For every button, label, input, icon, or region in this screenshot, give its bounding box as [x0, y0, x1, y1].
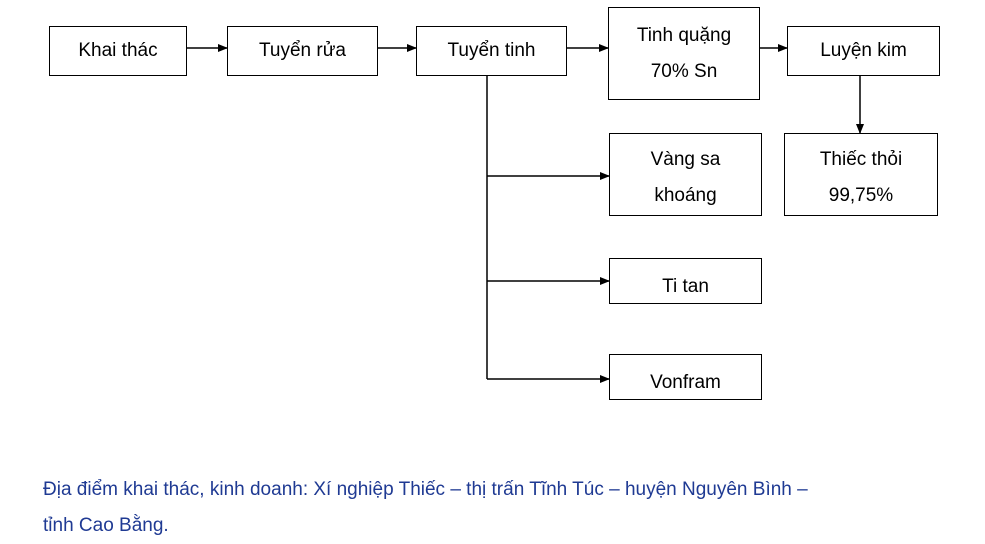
node-tuyen-rua-label: Tuyển rửa — [259, 40, 346, 61]
node-khai-thac-label: Khai thác — [78, 40, 158, 61]
node-thiec-thoi-line-2: 99,75% — [828, 185, 894, 206]
node-ti-tan: Ti tan — [609, 258, 762, 304]
node-vang-sa-line-2: khoáng — [654, 185, 717, 206]
node-luyen-kim: Luyện kim — [787, 26, 940, 76]
node-tuyen-tinh-label: Tuyển tinh — [447, 40, 536, 61]
node-tuyen-rua: Tuyển rửa — [227, 26, 378, 76]
node-thiec-thoi-line-1: Thiếc thỏi — [819, 149, 903, 170]
caption-line-2: tỉnh Cao Bằng. — [43, 515, 169, 536]
node-khai-thac: Khai thác — [49, 26, 187, 76]
node-thiec-thoi: Thiếc thỏi 99,75% — [784, 133, 938, 216]
node-luyen-kim-label: Luyện kim — [820, 40, 907, 61]
node-vonfram: Vonfram — [609, 354, 762, 400]
node-vang-sa-line-1: Vàng sa — [650, 149, 721, 170]
node-vang-sa-khoang: Vàng sa khoáng — [609, 133, 762, 216]
caption: Địa điểm khai thác, kinh doanh: Xí nghiệ… — [43, 472, 963, 544]
node-vonfram-label: Vonfram — [650, 372, 721, 393]
node-tuyen-tinh: Tuyển tinh — [416, 26, 567, 76]
node-tinh-quang-line-1: Tinh quặng — [636, 24, 732, 46]
node-tinh-quang-line-2: 70% Sn — [650, 60, 718, 82]
caption-line-1: Địa điểm khai thác, kinh doanh: Xí nghiệ… — [43, 479, 808, 500]
node-tinh-quang: Tinh quặng 70% Sn — [608, 7, 760, 100]
node-ti-tan-label: Ti tan — [662, 276, 709, 297]
